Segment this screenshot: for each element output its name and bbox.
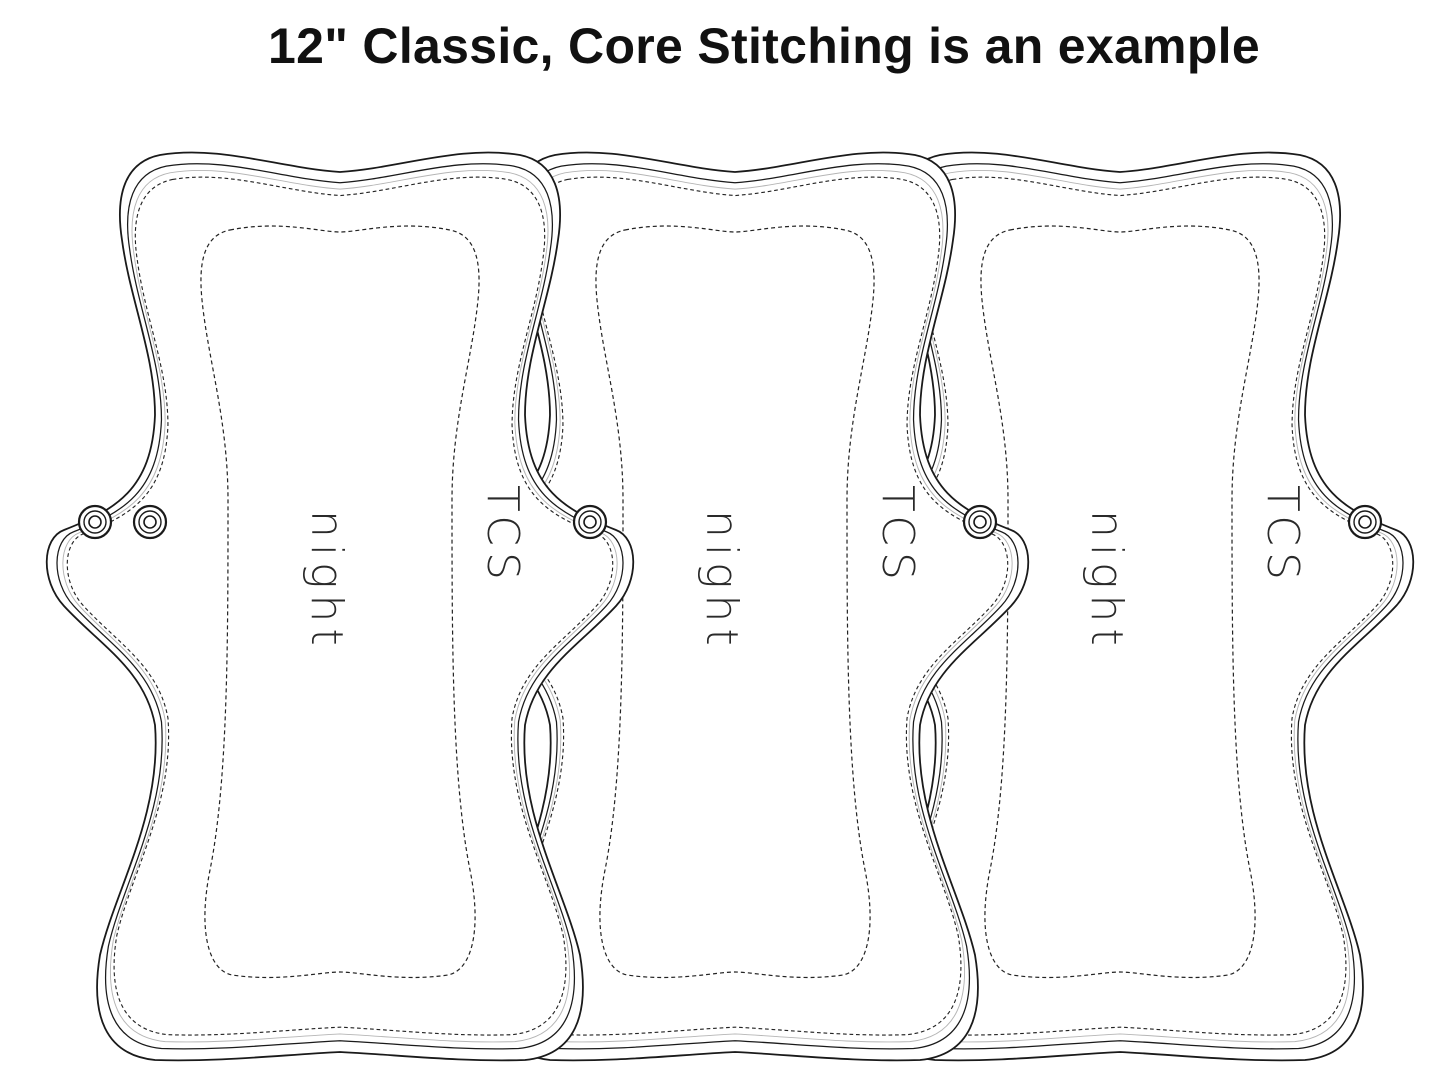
pad-2-wing-label: TCS	[872, 485, 923, 586]
pad-1-wing-label: TCS	[477, 485, 528, 586]
pad-1-main-label: night	[301, 510, 352, 652]
pad-3-main-label: night	[1081, 510, 1132, 652]
snap-button-icon	[962, 504, 998, 540]
pad-1: night TCS	[45, 151, 635, 1062]
snap-button-icon	[1347, 504, 1383, 540]
snap-button-icon	[132, 504, 168, 540]
snap-button-icon	[572, 504, 608, 540]
pad-2: night TCS	[440, 151, 1030, 1062]
pad-3: night TCS	[825, 151, 1415, 1062]
page-title: 12" Classic, Core Stitching is an exampl…	[268, 18, 1260, 74]
pad-3-wing-label: TCS	[1257, 485, 1308, 586]
snap-button-icon	[77, 504, 113, 540]
pad-2-main-label: night	[696, 510, 747, 652]
